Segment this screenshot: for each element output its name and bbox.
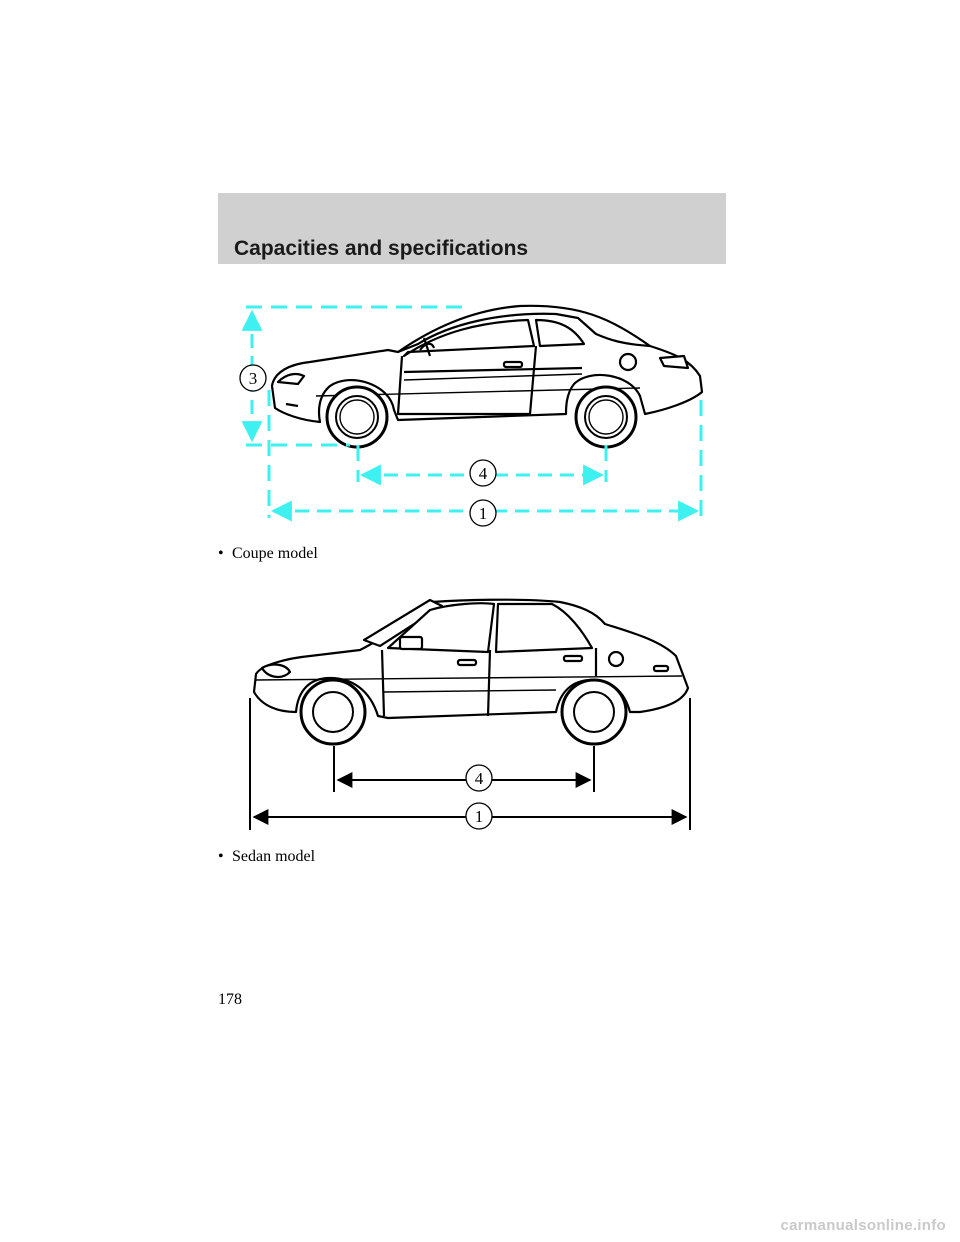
sedan-rear-wheel bbox=[560, 678, 628, 746]
sedan-caption: • Sedan model bbox=[218, 848, 315, 866]
callout-height-3: 3 bbox=[239, 364, 267, 392]
svg-text:4: 4 bbox=[475, 769, 484, 788]
coupe-car-outline bbox=[270, 304, 704, 424]
coupe-caption: • Coupe model bbox=[218, 545, 318, 563]
section-title: Capacities and specifications bbox=[234, 237, 529, 260]
coupe-caption-text: Coupe model bbox=[232, 545, 318, 562]
watermark: carmanualsonline.info bbox=[780, 1217, 946, 1234]
svg-text:1: 1 bbox=[475, 807, 484, 826]
sedan-front-wheel bbox=[299, 678, 367, 746]
coupe-front-wheel bbox=[325, 385, 389, 449]
callout-sedan-length-1: 1 bbox=[465, 802, 493, 830]
bullet: • bbox=[218, 545, 224, 562]
svg-text:1: 1 bbox=[479, 504, 488, 523]
coupe-rear-wheel bbox=[574, 385, 638, 449]
section-header-band: Capacities and specifications bbox=[218, 193, 726, 264]
sedan-car-outline bbox=[252, 598, 690, 720]
callout-wheelbase-4: 4 bbox=[469, 459, 497, 487]
bullet: • bbox=[218, 848, 224, 865]
callout-length-1: 1 bbox=[469, 499, 497, 527]
page-number: 178 bbox=[218, 991, 242, 1008]
svg-text:3: 3 bbox=[249, 369, 258, 388]
svg-text:4: 4 bbox=[479, 464, 488, 483]
sedan-dimension-lines bbox=[249, 698, 691, 830]
callout-sedan-wheelbase-4: 4 bbox=[465, 764, 493, 792]
sedan-caption-text: Sedan model bbox=[232, 848, 316, 865]
